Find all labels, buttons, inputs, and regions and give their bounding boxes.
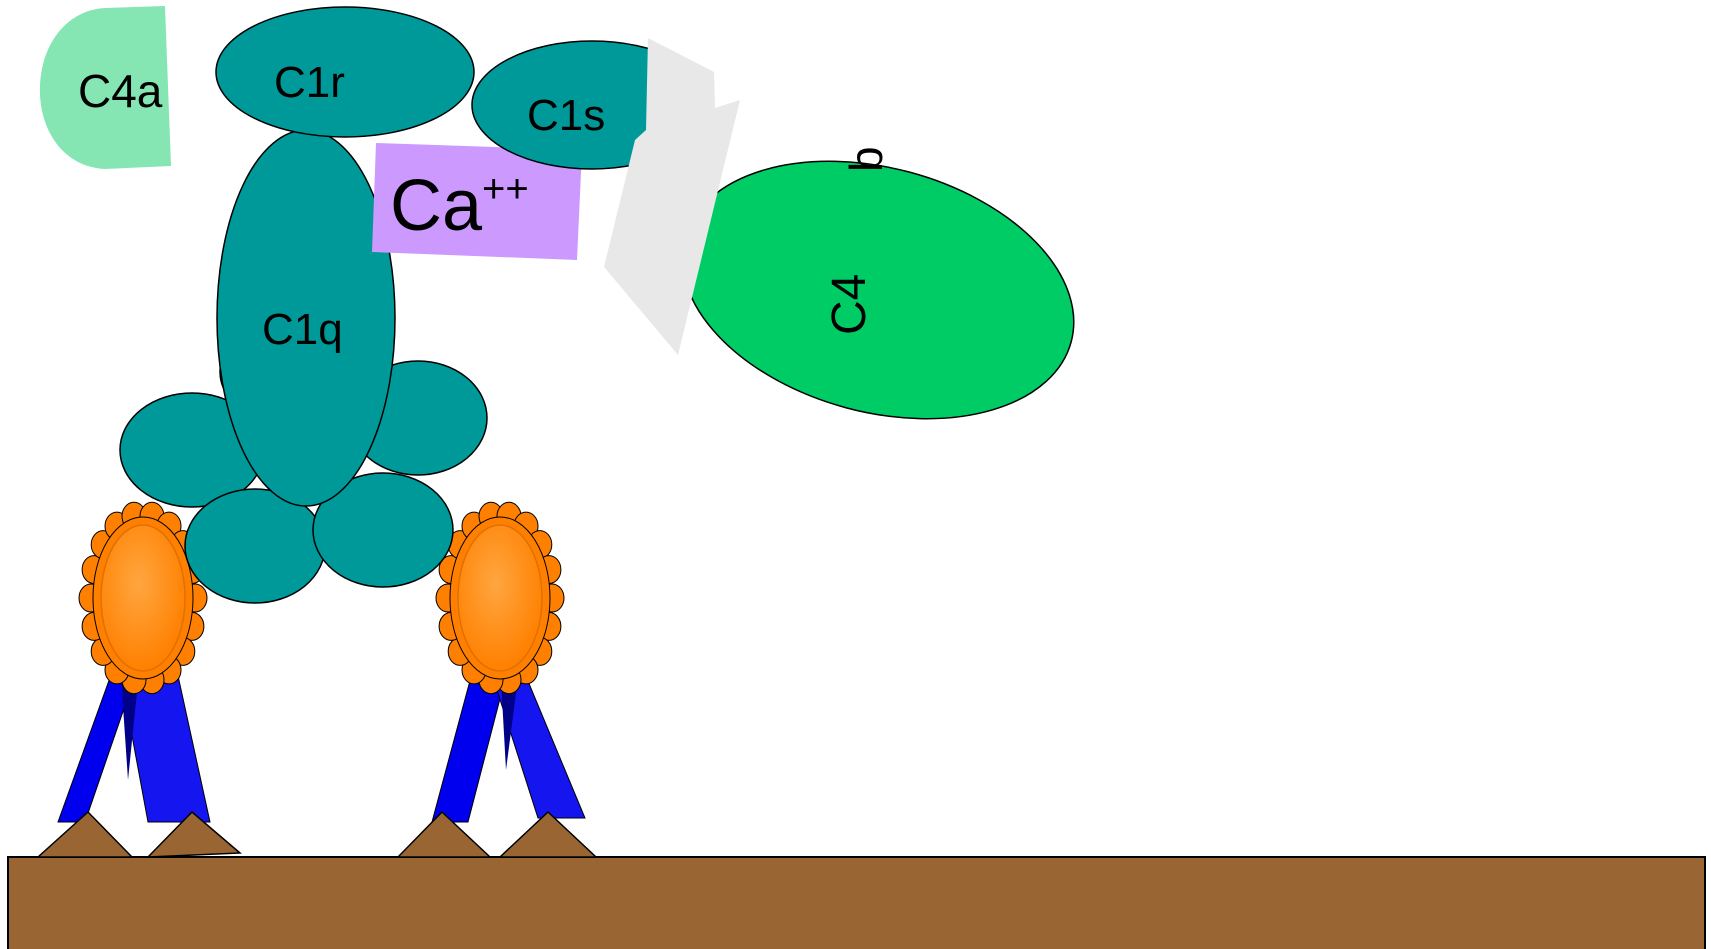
c4b-suffix-label: b xyxy=(840,146,892,172)
antigen-spike-icon xyxy=(396,810,492,858)
rosette-center xyxy=(457,524,543,672)
c1r-label: C1r xyxy=(274,58,345,107)
antigen-spike-icon xyxy=(146,810,242,858)
rosette-head xyxy=(435,501,565,695)
antigen-spike-icon xyxy=(36,810,134,858)
calcium-ion-box xyxy=(372,143,582,260)
c4a-fragment xyxy=(39,6,171,169)
calcium-symbol: Ca xyxy=(390,166,483,246)
antigen-spike-icon xyxy=(498,810,598,858)
cell-surface xyxy=(7,856,1706,949)
c1s-label: C1s xyxy=(527,91,605,140)
c1r xyxy=(215,6,475,138)
c1q-label: C1q xyxy=(262,305,343,354)
c1q-head-bottom-right xyxy=(312,472,454,588)
rosette-head xyxy=(78,501,208,695)
c4a-label: C4a xyxy=(78,65,163,117)
rosette-center xyxy=(100,524,186,672)
c4-label: C4 xyxy=(823,274,876,335)
calcium-label: Ca++ xyxy=(390,166,529,246)
calcium-charge: ++ xyxy=(482,167,529,211)
cleavage-wedge xyxy=(604,38,740,355)
